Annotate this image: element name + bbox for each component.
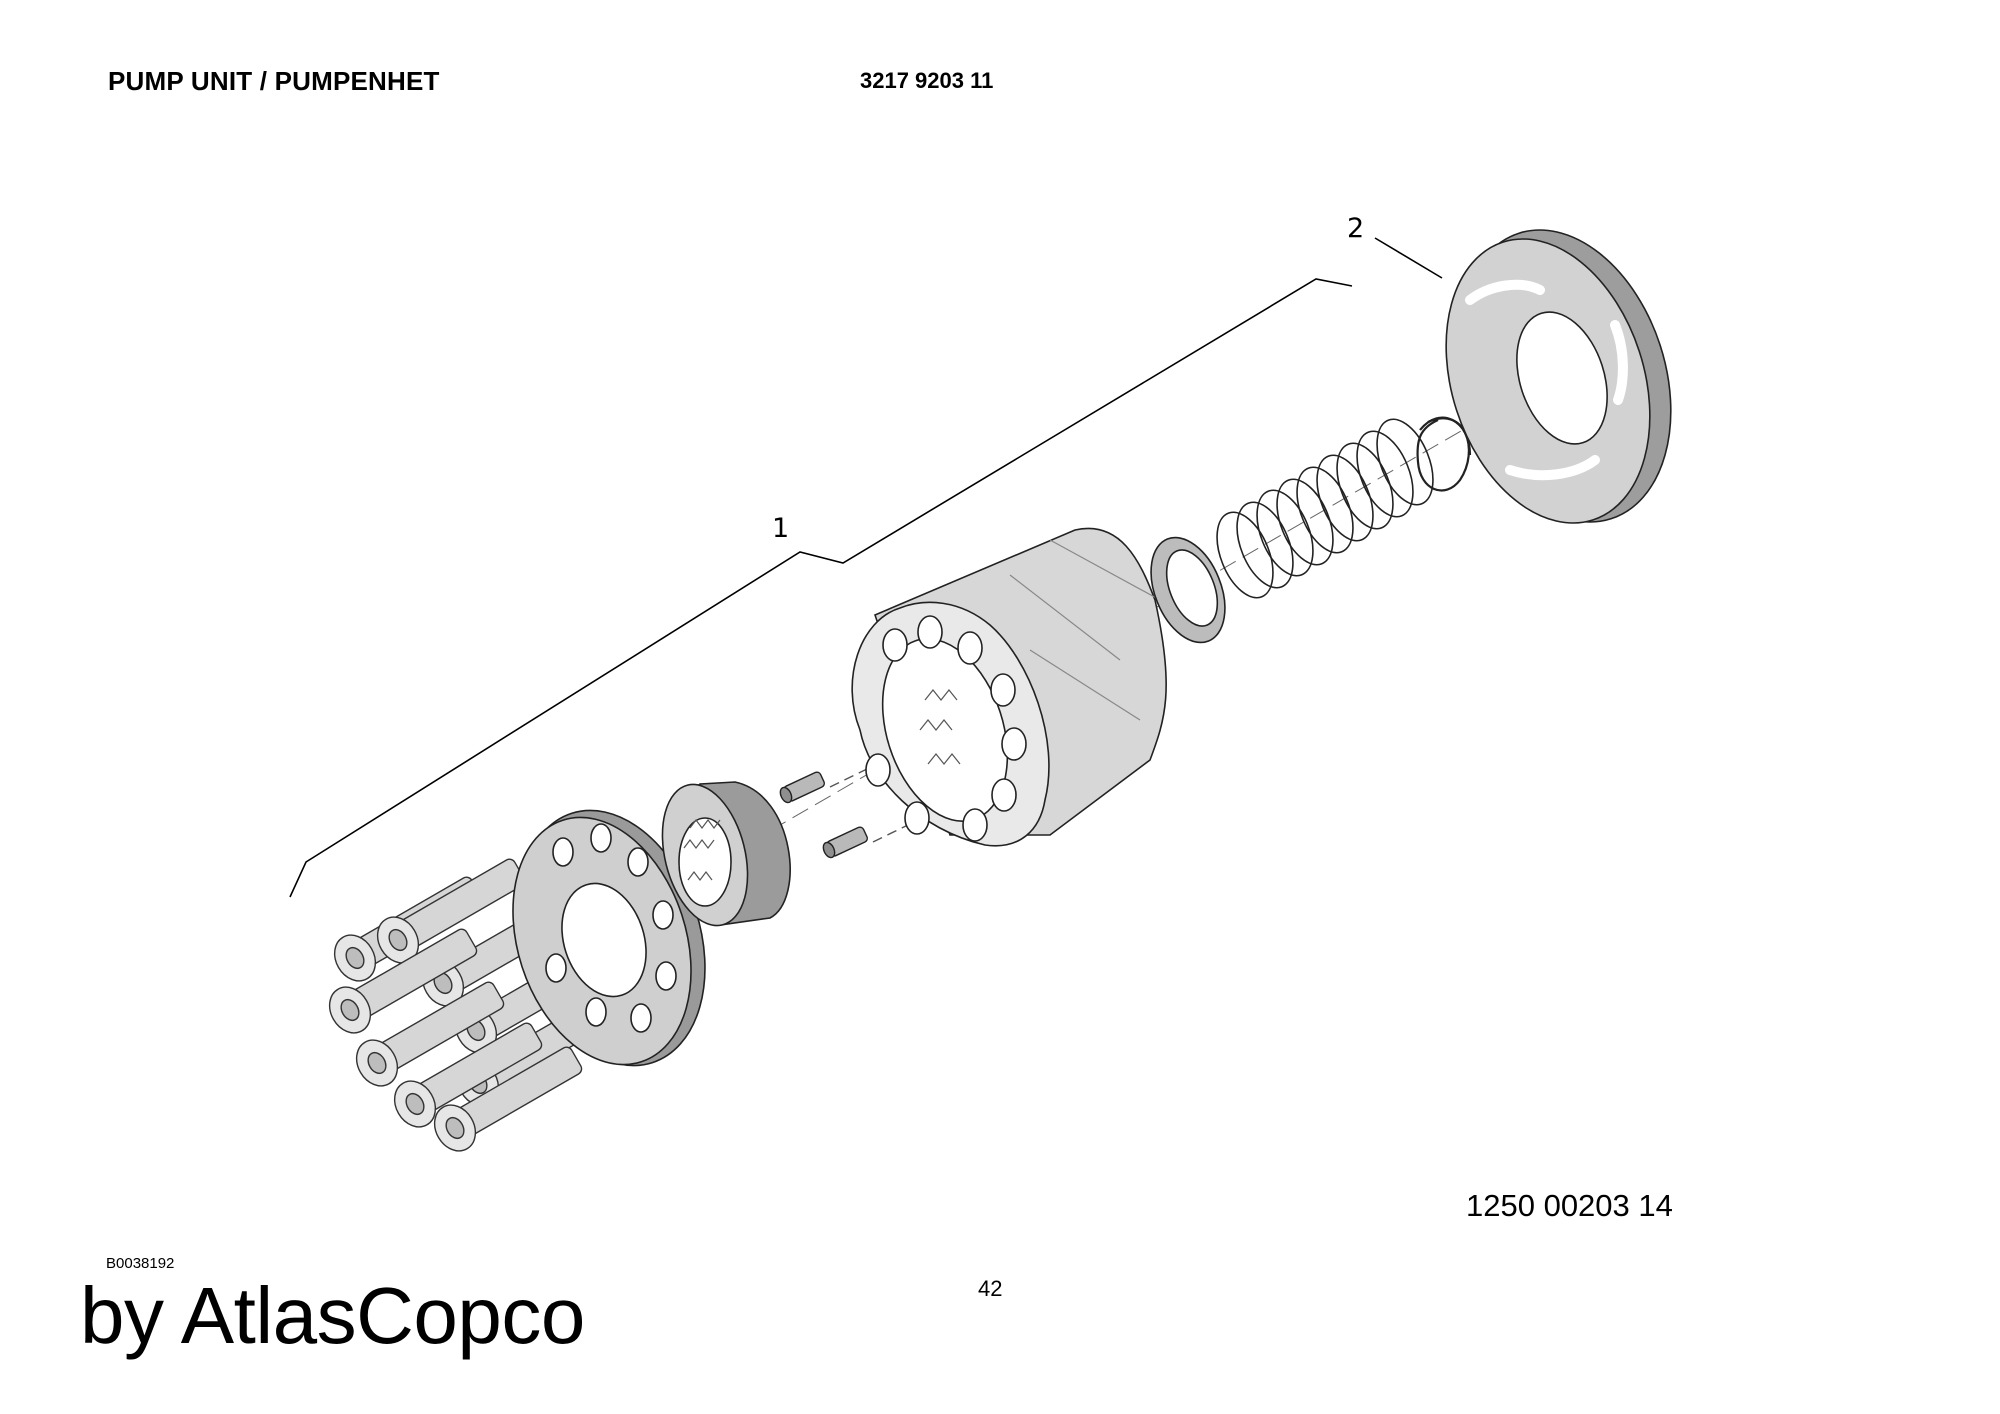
retainer-plate [512,809,706,1067]
piston [433,1046,583,1152]
valve-plate [1445,229,1672,524]
document-title: PUMP UNIT / PUMPENHET [108,66,440,96]
spring [1216,418,1434,599]
page-number: 42 [978,1276,1003,1301]
callout-2-leader [1374,237,1443,279]
piston [355,981,505,1087]
guide-pins [779,747,954,859]
part-number: 3217 9203 11 [860,68,994,93]
watermark: by AtlasCopco [80,1271,585,1360]
callout-1-label: 1 [772,513,789,544]
piston [328,928,478,1034]
splined-bushing [661,781,791,927]
callout-1-bracket [289,278,1353,898]
circlip [1416,416,1472,492]
piston [393,1022,543,1128]
washer [1150,536,1226,644]
cylinder-block [851,527,1167,847]
figure-number: 1250 00203 14 [1466,1188,1673,1223]
callout-2-label: 2 [1347,213,1364,244]
image-reference: B0038192 [106,1255,175,1272]
